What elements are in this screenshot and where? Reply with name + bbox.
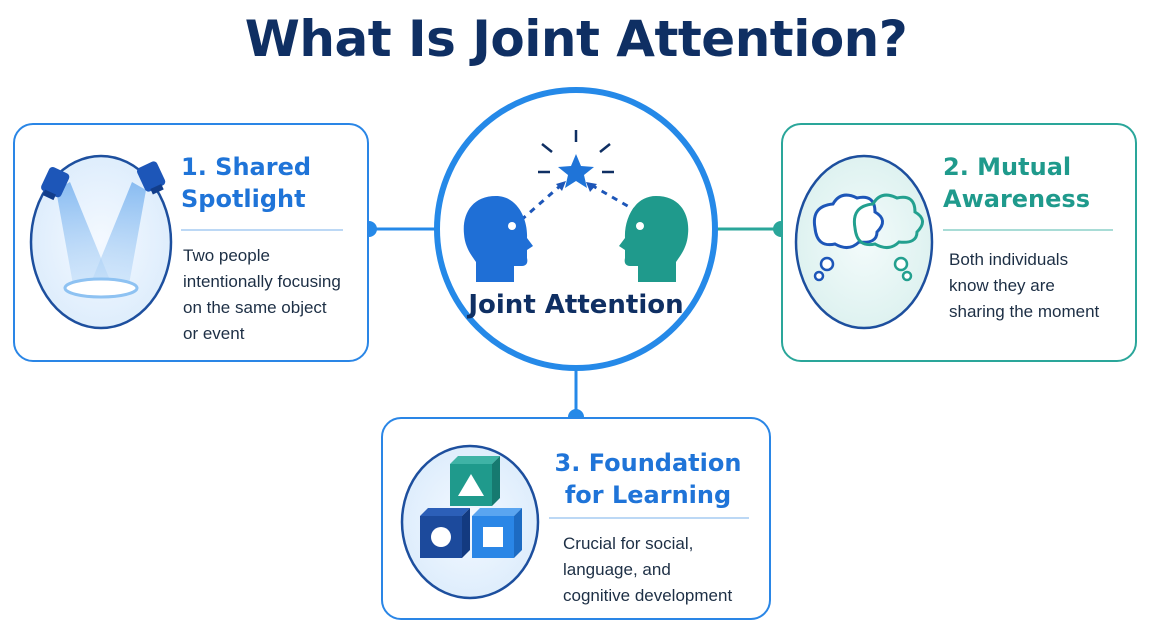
- card-divider: [181, 229, 343, 231]
- star-icon: [538, 130, 614, 188]
- card-description: Two people intentionally focusing on the…: [183, 246, 341, 343]
- card-foundation-learning: 3. Foundation for Learning Crucial for s…: [381, 417, 771, 620]
- building-blocks-icon: [400, 444, 540, 600]
- page-title: What Is Joint Attention?: [244, 10, 908, 68]
- card-mutual-awareness: 2. Mutual Awareness Both individuals kno…: [781, 123, 1137, 362]
- card-description: Crucial for social, language, and cognit…: [563, 534, 733, 605]
- card-divider: [943, 229, 1113, 231]
- center-label: Joint Attention: [468, 290, 684, 320]
- person-head-left-icon: [463, 196, 533, 282]
- card-divider: [549, 517, 749, 519]
- spotlight-icon: [29, 154, 173, 330]
- card-heading: 3. Foundation for Learning: [554, 449, 742, 509]
- person-head-right-icon: [619, 196, 689, 282]
- gaze-arrow-right: [592, 184, 639, 214]
- card-heading: 2. Mutual Awareness: [943, 153, 1090, 213]
- card-description: Both individuals know they are sharing t…: [949, 250, 1100, 321]
- thought-bubbles-icon: [794, 154, 934, 330]
- card-heading: 1. Shared Spotlight: [181, 153, 312, 213]
- card-shared-spotlight: 1. Shared Spotlight Two people intention…: [13, 123, 369, 362]
- gaze-arrow-left: [511, 184, 561, 230]
